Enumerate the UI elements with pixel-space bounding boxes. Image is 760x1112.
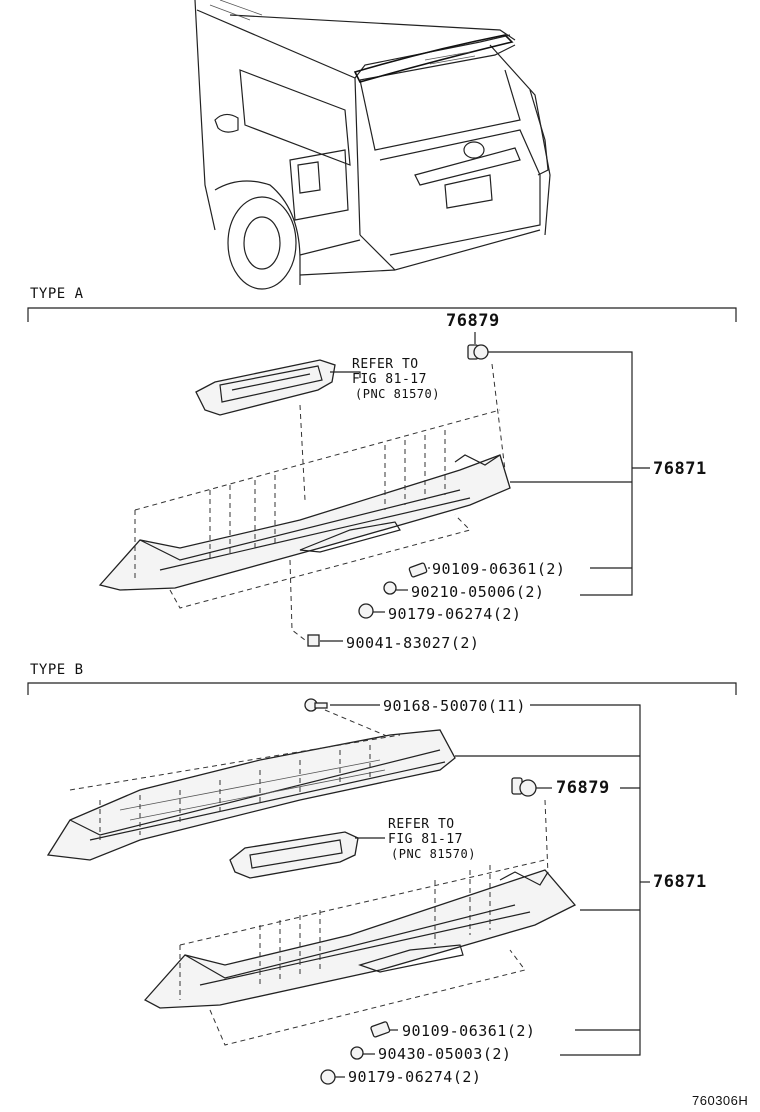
fastener-90109-a — [408, 562, 428, 578]
quantity: (2) — [506, 1022, 536, 1040]
part-number-76879-b[interactable]: 76879 — [556, 778, 610, 798]
spoiler-a — [98, 454, 511, 591]
refer-line1-a: REFER TO — [352, 357, 419, 372]
part-number: 90109-06361 — [402, 1022, 507, 1040]
part-number: 90179-06274 — [348, 1068, 453, 1086]
quantity: (2) — [452, 1068, 482, 1086]
quantity: (2) — [536, 560, 566, 578]
part-number-76871-a[interactable]: 76871 — [653, 459, 707, 479]
washer-90210-a — [383, 581, 397, 595]
quantity: (2) — [515, 583, 545, 601]
part-number: 90210-05006 — [411, 583, 516, 601]
section-label-type-b: TYPE B — [30, 662, 84, 678]
clip-90041-a — [307, 634, 320, 647]
quantity: (2) — [482, 1045, 512, 1063]
quantity: (11) — [487, 697, 526, 715]
spoiler-b — [143, 869, 577, 1009]
quantity: (2) — [450, 634, 480, 652]
part-number: 90109-06361 — [432, 560, 537, 578]
quantity: (2) — [492, 605, 522, 623]
nut-90179-b — [320, 1069, 336, 1085]
part-number-76879-a[interactable]: 76879 — [446, 311, 500, 331]
fastener-90109-b — [370, 1021, 391, 1038]
callout-b-4[interactable]: 90179-06274(2) — [348, 1070, 481, 1085]
washer-90430-b — [350, 1046, 364, 1060]
callout-b-3[interactable]: 90430-05003(2) — [378, 1047, 511, 1062]
refer-line2-b[interactable]: FIG 81-17 — [388, 832, 463, 847]
part-number: 90430-05003 — [378, 1045, 483, 1063]
type-a-group — [27, 307, 737, 647]
section-label-type-a: TYPE A — [30, 286, 84, 302]
callout-a-1[interactable]: 90109-06361(2) — [432, 562, 565, 577]
clip-76879-b — [511, 777, 537, 797]
stop-lamp-b — [229, 831, 359, 879]
refer-line2-a[interactable]: FIG 81-17 — [352, 372, 427, 387]
part-number: 90041-83027 — [346, 634, 451, 652]
inner-panel-b — [46, 729, 456, 861]
part-number: 90179-06274 — [388, 605, 493, 623]
nut-90179-a — [358, 603, 374, 619]
vehicle-illustration — [194, 0, 551, 290]
clip-76879-a — [467, 344, 489, 360]
callout-a-2[interactable]: 90210-05006(2) — [411, 585, 544, 600]
bolt-90168-b — [304, 698, 328, 712]
callout-b-1[interactable]: 90168-50070(11) — [383, 699, 526, 714]
stop-lamp-a — [195, 359, 336, 416]
refer-line1-b: REFER TO — [388, 817, 455, 832]
figure-code: 760306H — [692, 1093, 749, 1108]
part-number: 90168-50070 — [383, 697, 488, 715]
callout-b-2[interactable]: 90109-06361(2) — [402, 1024, 535, 1039]
refer-line3-a: (PNC 81570) — [355, 387, 440, 401]
callout-a-4[interactable]: 90041-83027(2) — [346, 636, 479, 651]
callout-a-3[interactable]: 90179-06274(2) — [388, 607, 521, 622]
part-number-76871-b[interactable]: 76871 — [653, 872, 707, 892]
refer-line3-b: (PNC 81570) — [391, 847, 476, 861]
type-b-group — [27, 682, 737, 1085]
